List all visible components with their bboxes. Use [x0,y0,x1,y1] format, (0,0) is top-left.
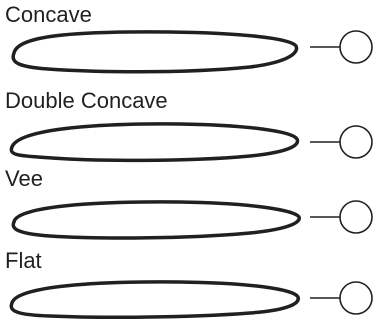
profile-outline-flat [9,280,300,319]
endpoint-circle-concave [339,30,373,64]
endpoint-circle-flat [339,281,373,315]
profile-double-concave: Double Concave [5,88,373,163]
profile-label-double-concave: Double Concave [5,88,168,113]
endpoint-circle-double-concave [339,125,373,159]
profile-flat: Flat [5,248,373,319]
endpoint-circle-vee [339,200,373,234]
profile-outline-double-concave [9,122,300,163]
profile-vee: Vee [5,166,373,240]
profile-label-concave: Concave [5,2,92,27]
profile-outline-vee [11,200,301,240]
profile-outline-concave [11,30,299,74]
profile-label-vee: Vee [5,166,43,191]
profile-label-flat: Flat [5,248,42,273]
profile-concave: Concave [5,2,373,74]
